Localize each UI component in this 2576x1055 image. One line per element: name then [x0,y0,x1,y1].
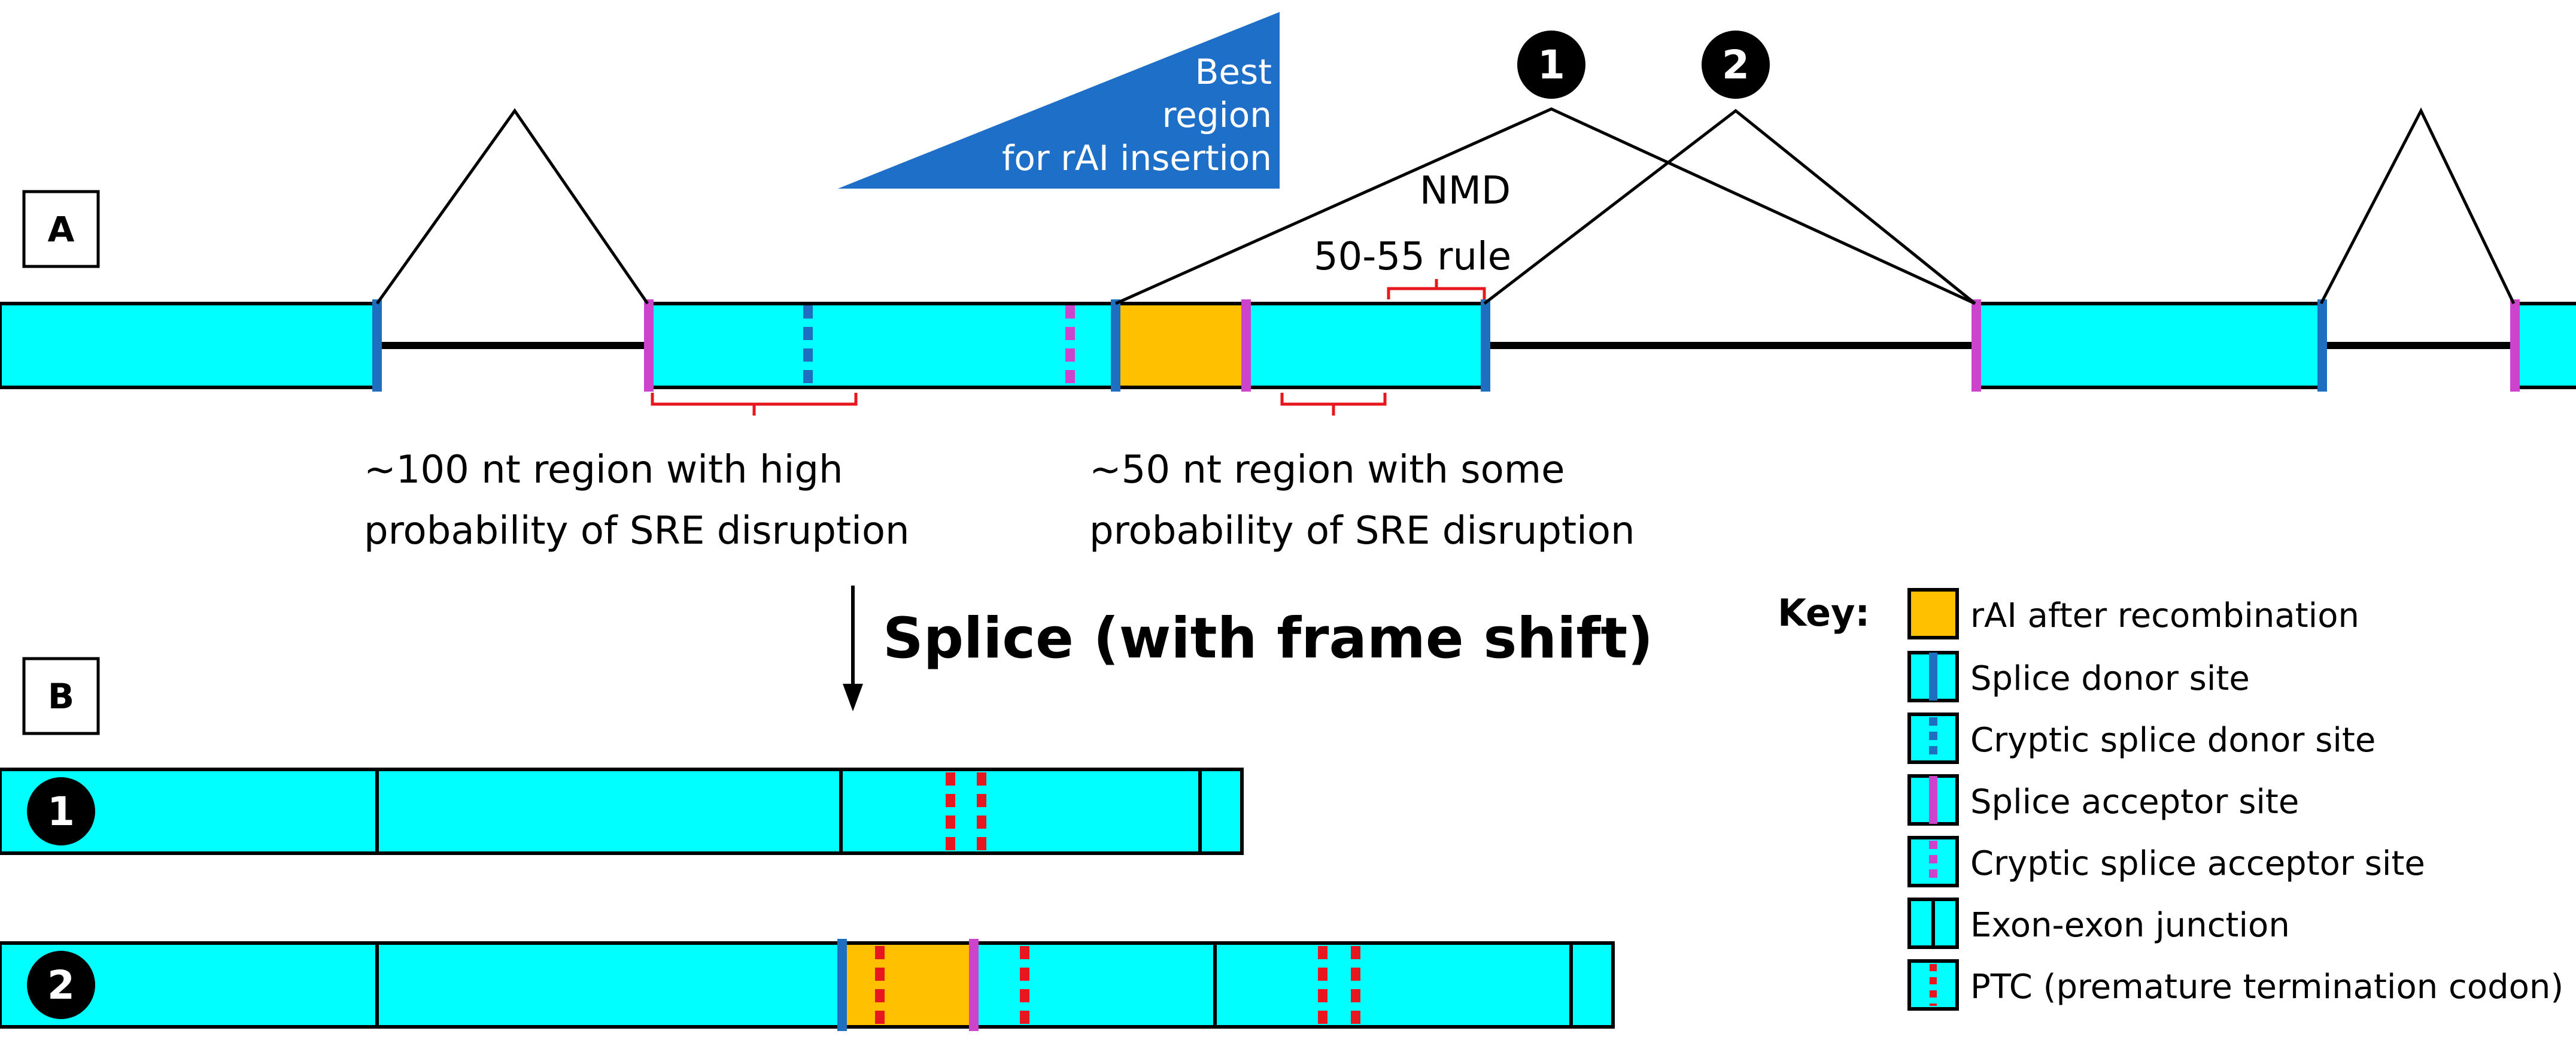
splice-donor-site [372,299,382,392]
key-label-rai: rAI after recombination [1970,596,2359,635]
key-swatch-ptc [1907,959,1959,1011]
exon-3 [1973,302,2323,389]
region-100nt-bracket [651,393,858,416]
splice-path-1 [1114,107,1976,305]
key-label-junction: Exon-exon junction [1970,906,2290,945]
splice-acceptor-site [1972,299,1981,392]
path-marker-1-label: 1 [1538,42,1565,88]
region-100nt-line2: probability of SRE disruption [364,509,910,553]
rai-insert [1113,302,1247,389]
splice-donor-site [837,939,847,1031]
panel-a-label: A [48,209,75,250]
exon-4 [2512,302,2576,389]
region-50nt-line2: probability of SRE disruption [1089,509,1635,553]
splice-acceptor-site [1241,299,1251,392]
key-swatch-donor-mark [1929,653,1937,701]
splice-arrow-head [843,684,863,711]
splice-acceptor-site [2510,299,2520,392]
splice-arrow-label: Splice (with frame shift) [883,606,1653,671]
panel-b-label: B [48,676,74,717]
key-label-acceptor: Splice acceptor site [1970,783,2299,821]
nmd-bracket [1387,279,1486,299]
best-region-line1: Best [1195,51,1272,92]
row-marker-1 [27,777,95,845]
best-region-triangle [838,12,1280,189]
splice-acceptor-site [969,939,979,1031]
splice-arc [2319,107,2516,305]
key-swatch-rai [1907,588,1959,639]
key-label-ptc: PTC (premature termination codon) [1970,968,2563,1007]
key-label-cryptic-donor: Cryptic splice donor site [1970,721,2375,760]
path-marker-1 [1517,31,1585,99]
row-marker-1-label: 1 [47,789,75,835]
splice-donor-site [1481,299,1490,392]
key-label-cryptic-acceptor: Cryptic splice acceptor site [1970,844,2425,883]
mrna-1 [0,768,1244,855]
splice-path-2 [1483,108,1976,305]
region-50nt-line1: ~50 nt region with some [1089,448,1565,492]
path-marker-2-label: 2 [1722,42,1749,88]
key-label-donor: Splice donor site [1970,659,2250,698]
splice-donor-site [2317,299,2327,392]
mrna-2 [0,941,1615,1029]
nmd-label: NMD [1420,169,1511,213]
panel-b-label-box [22,657,100,735]
key-title: Key: [1778,591,1870,635]
rai-segment [839,941,974,1029]
path-marker-2 [1702,31,1770,99]
nmd-rule-label: 50-55 rule [1314,235,1511,279]
best-region-line3: for rAI insertion [1002,138,1272,178]
exon-1 [0,302,379,389]
splice-acceptor-site [644,299,654,392]
region-100nt-line1: ~100 nt region with high [364,448,843,492]
row-marker-2-label: 2 [47,962,75,1008]
splice-donor-site [1111,299,1120,392]
best-region-line2: region [1162,95,1272,135]
region-50nt-bracket [1280,393,1387,416]
panel-a-label-box [22,190,100,268]
key-swatch-acceptor-mark [1929,776,1937,824]
splice-arc [375,108,649,305]
row-marker-2 [27,951,95,1019]
